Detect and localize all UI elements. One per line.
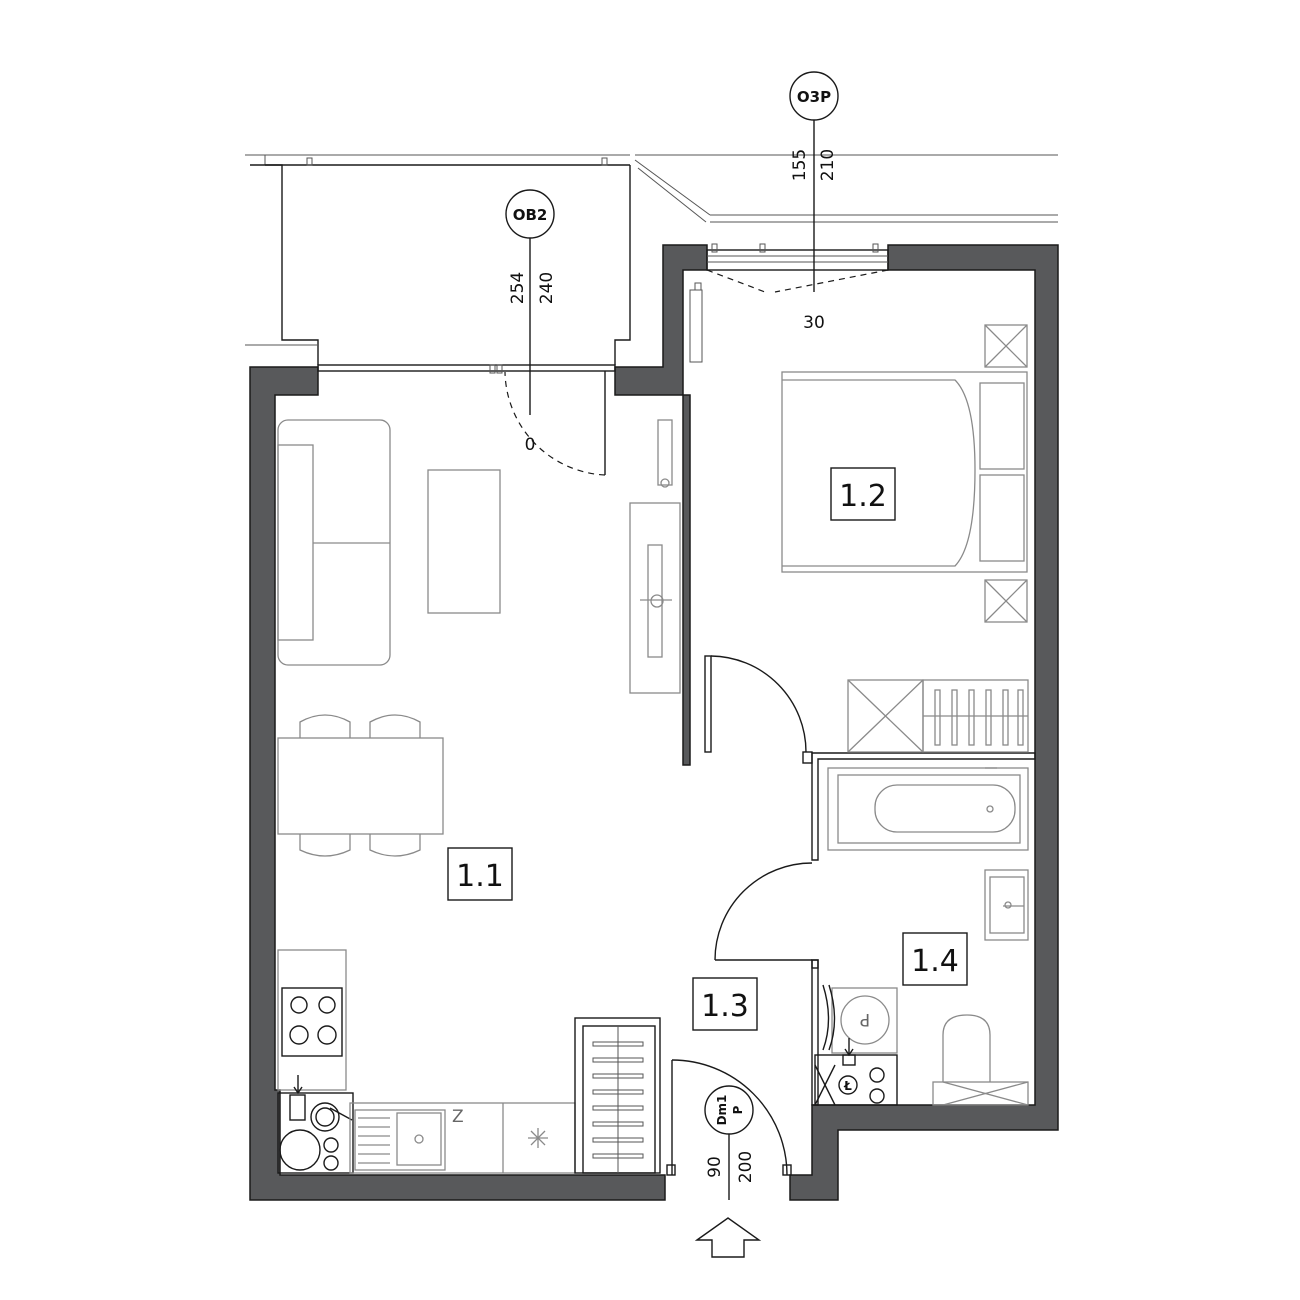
bed <box>781 324 1028 623</box>
washbasin <box>984 869 1029 941</box>
room-label-1-2: 1.2 <box>830 467 896 521</box>
svg-text:210: 210 <box>818 149 838 181</box>
entrance-arrow-icon <box>694 1217 762 1258</box>
bathroom-door <box>714 862 819 969</box>
balcony <box>245 154 1058 365</box>
bathroom-installations: Ł <box>814 1038 898 1106</box>
nightstand-top <box>984 324 1028 368</box>
bedroom-door <box>704 655 813 764</box>
balcony-door <box>317 364 616 476</box>
kitchen: Z <box>277 949 661 1174</box>
hanger-rail <box>592 1026 644 1173</box>
boiler-p-mark: P <box>860 1009 870 1029</box>
room-label-1-3: 1.3 <box>692 977 758 1031</box>
door-tag-dm1: Dm1 P 90 200 <box>704 1085 756 1200</box>
svg-text:Dm1: Dm1 <box>715 1095 729 1126</box>
room-label-1-4: 1.4 <box>902 932 968 986</box>
svg-text:O3P: O3P <box>797 88 831 106</box>
window-o3p <box>706 243 889 293</box>
outer-wall-main <box>249 366 666 1201</box>
bathroom-wall <box>811 752 1036 861</box>
svg-text:1.1: 1.1 <box>456 859 504 894</box>
dining-table <box>277 714 444 857</box>
svg-text:200: 200 <box>736 1151 756 1183</box>
window-tag-o3p: O3P 155 210 30 <box>789 71 839 333</box>
tv-cabinet <box>629 419 681 694</box>
walls <box>249 244 1059 1201</box>
svg-text:OB2: OB2 <box>513 206 548 224</box>
coffee-table <box>427 469 501 614</box>
window-tag-ob2: OB2 254 240 0 <box>505 189 557 455</box>
svg-text:1.3: 1.3 <box>701 989 749 1024</box>
bedroom-wardrobe <box>847 679 1029 753</box>
svg-text:240: 240 <box>537 272 557 304</box>
svg-text:30: 30 <box>803 313 825 333</box>
sink-z-mark: Z <box>452 1107 464 1127</box>
bathtub <box>827 767 1029 851</box>
svg-text:155: 155 <box>790 149 810 181</box>
radiator-bedroom <box>689 282 703 363</box>
svg-text:254: 254 <box>508 272 528 304</box>
sofa <box>277 419 391 666</box>
wall-column <box>614 244 708 396</box>
toilet <box>932 1014 1029 1106</box>
entrance-door <box>666 1059 792 1176</box>
svg-text:1.4: 1.4 <box>911 944 959 979</box>
svg-text:P: P <box>731 1105 745 1114</box>
svg-text:1.2: 1.2 <box>839 479 887 514</box>
room-label-1-1: 1.1 <box>447 847 513 901</box>
nightstand-bottom <box>984 579 1028 623</box>
balcony-door-mark: 0 <box>525 435 536 455</box>
meter-l-mark: Ł <box>843 1079 852 1093</box>
svg-text:90: 90 <box>705 1156 725 1178</box>
boiler: P <box>822 984 898 1054</box>
partition-wall <box>682 394 691 766</box>
